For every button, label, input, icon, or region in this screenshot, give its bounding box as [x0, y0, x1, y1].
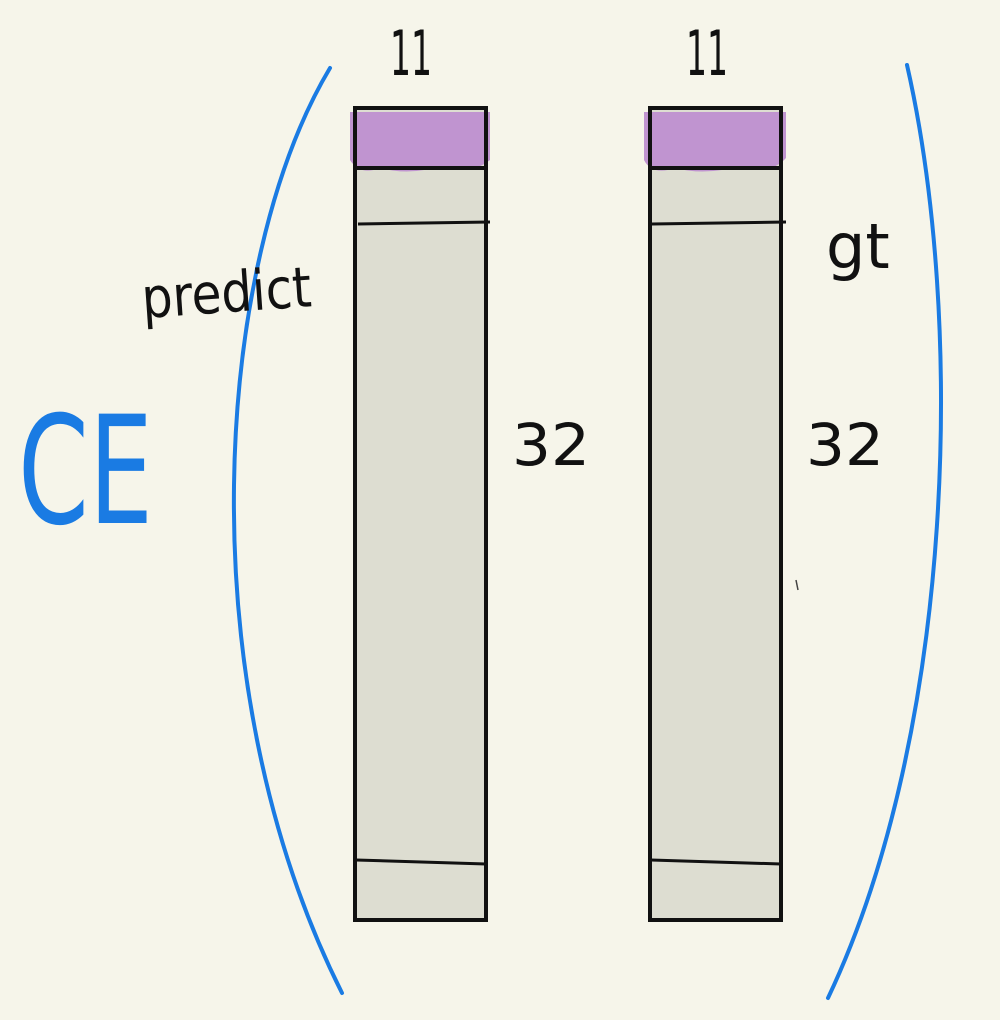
- predict-column-outline: [353, 106, 488, 922]
- gt-column: [644, 106, 787, 922]
- function-label: CE: [18, 385, 153, 559]
- gt-column-outline: [648, 106, 783, 922]
- gt-annotation: gt: [826, 210, 890, 283]
- gt-width-label: 11: [686, 17, 728, 90]
- gt-row-divider-3: [650, 858, 782, 866]
- predict-row-divider-3: [355, 858, 487, 866]
- stray-mark: [795, 579, 799, 591]
- right-parenthesis: [826, 63, 943, 1000]
- left-parenthesis: [231, 66, 344, 995]
- gt-height-label: 32: [806, 411, 884, 479]
- predict-row-divider-2: [357, 220, 491, 226]
- predict-annotation: predict: [139, 255, 313, 332]
- predict-width-label: 11: [390, 17, 432, 90]
- gt-column-body: [648, 106, 783, 922]
- gt-highlight-row: [644, 112, 786, 172]
- predict-highlight-row: [350, 112, 490, 172]
- predict-column: [350, 106, 491, 922]
- predict-column-body: [353, 106, 488, 922]
- gt-row-divider-2: [651, 220, 787, 226]
- predict-height-label: 32: [512, 411, 590, 479]
